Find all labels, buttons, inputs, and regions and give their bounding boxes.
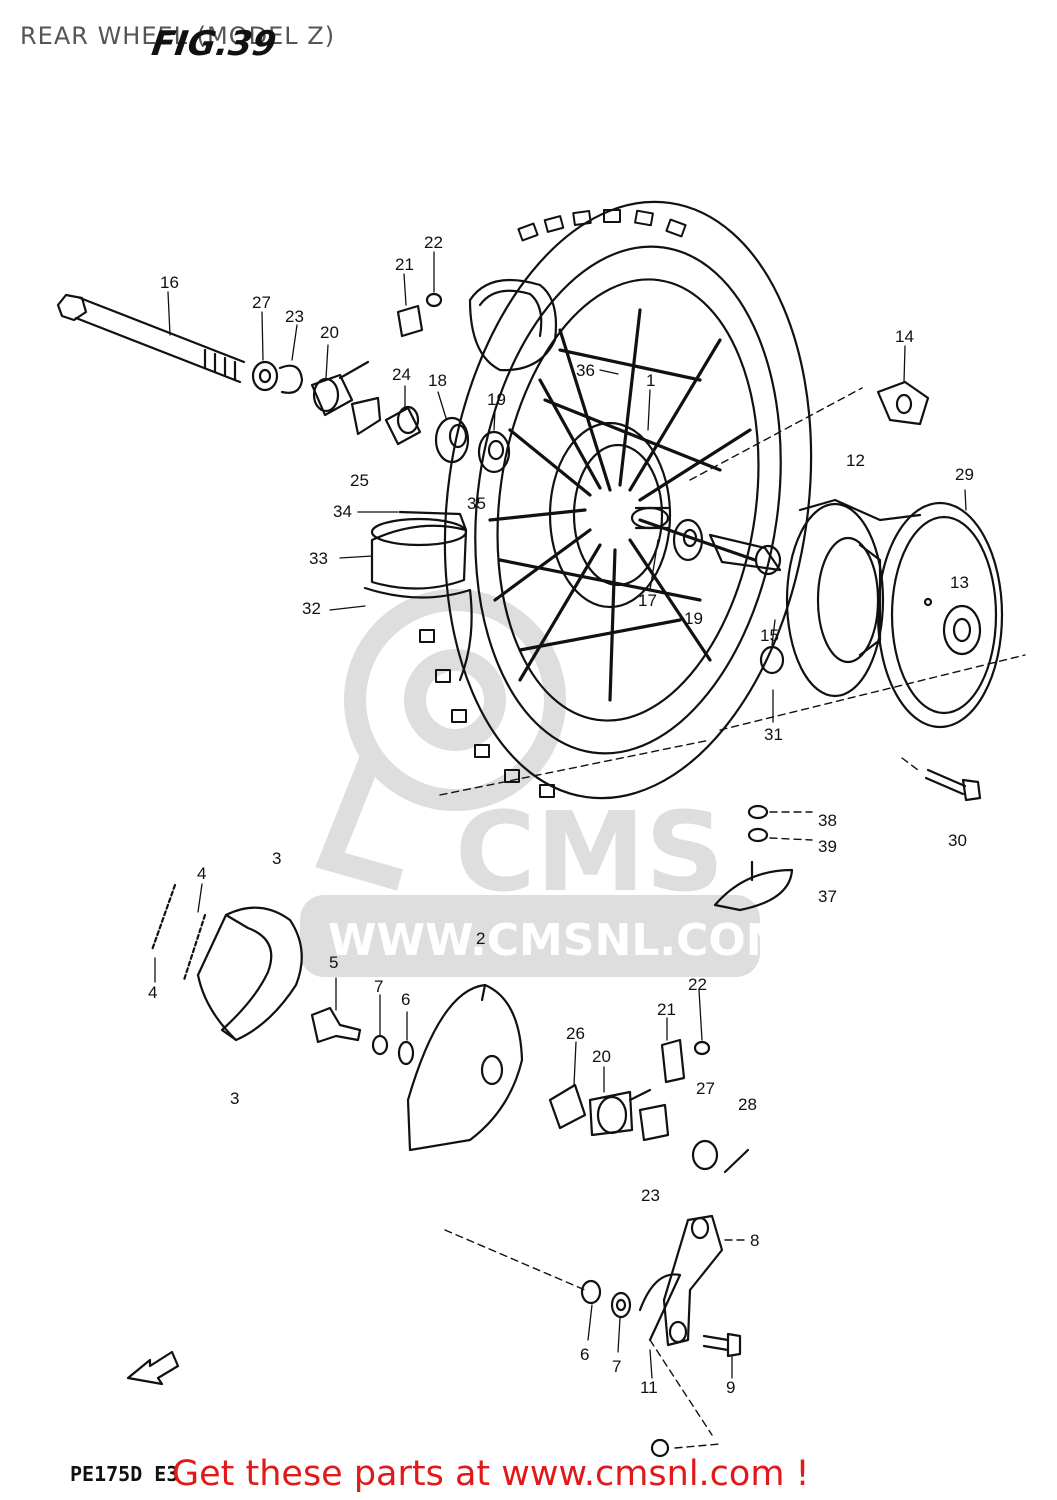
return-spring bbox=[638, 1273, 682, 1342]
part-label-7: 7 bbox=[374, 977, 383, 996]
part-label-21: 21 bbox=[395, 255, 414, 274]
watermark-brand: CMS bbox=[455, 788, 724, 916]
part-label-35: 35 bbox=[467, 494, 486, 513]
part-label-13: 13 bbox=[950, 573, 969, 592]
part-label-1: 1 bbox=[646, 371, 655, 390]
part-label-4: 4 bbox=[197, 864, 206, 883]
part-label-22: 22 bbox=[424, 233, 443, 252]
shoe-springs bbox=[150, 883, 207, 982]
part-label-38: 38 bbox=[818, 811, 837, 830]
chain-stopper bbox=[876, 380, 930, 426]
arm-nut bbox=[650, 1438, 670, 1458]
sprocket-spacer bbox=[708, 533, 782, 576]
leader-lines bbox=[154, 251, 967, 1379]
watermark-banner bbox=[300, 895, 760, 977]
adjuster-lower bbox=[548, 1083, 670, 1142]
adjuster-plate bbox=[396, 292, 443, 338]
part-label-2: 2 bbox=[476, 929, 485, 948]
wheel-hub bbox=[548, 421, 672, 609]
part-label-9: 9 bbox=[726, 1378, 735, 1397]
sprocket-bolt bbox=[924, 768, 982, 802]
nut-lower bbox=[691, 1139, 750, 1174]
part-label-30: 30 bbox=[948, 831, 967, 850]
page-title: REAR WHEEL (MODEL Z) bbox=[20, 22, 336, 50]
part-label-23: 23 bbox=[641, 1186, 660, 1205]
part-label-39: 39 bbox=[818, 837, 837, 856]
part-label-4: 4 bbox=[148, 983, 157, 1002]
part-label-24: 24 bbox=[392, 365, 411, 384]
tire-section-side bbox=[363, 586, 473, 682]
inner-tube bbox=[370, 510, 468, 590]
oil-seal bbox=[371, 1034, 415, 1066]
part-label-17: 17 bbox=[638, 591, 657, 610]
rim-lock bbox=[713, 860, 794, 912]
part-label-26: 26 bbox=[566, 1024, 585, 1043]
axle-nut bbox=[251, 360, 279, 392]
watermark: CMS WWW.CMSNL.COM bbox=[300, 589, 790, 977]
part-label-20: 20 bbox=[592, 1047, 611, 1066]
part-label-11: 11 bbox=[640, 1378, 658, 1397]
part-label-16: 16 bbox=[160, 273, 179, 292]
model-code: PE175D E3 bbox=[70, 1462, 179, 1486]
adjuster-plate-lower bbox=[660, 1038, 711, 1084]
part-label-12: 12 bbox=[846, 451, 865, 470]
brake-cam bbox=[310, 1006, 362, 1044]
part-label-6: 6 bbox=[401, 990, 410, 1009]
assembly-lines bbox=[439, 387, 1026, 1449]
part-label-37: 37 bbox=[818, 887, 837, 906]
part-label-19: 19 bbox=[684, 609, 703, 628]
part-label-27: 27 bbox=[696, 1079, 715, 1098]
brake-arm bbox=[662, 1214, 724, 1347]
dust-seal bbox=[477, 430, 511, 474]
spokes bbox=[488, 308, 757, 702]
arm-washers bbox=[580, 1279, 632, 1319]
part-label-21: 21 bbox=[657, 1000, 676, 1019]
part-label-32: 32 bbox=[302, 599, 321, 618]
collar bbox=[759, 645, 785, 675]
part-label-36: 36 bbox=[576, 361, 595, 380]
part-label-14: 14 bbox=[895, 327, 914, 346]
part-label-22: 22 bbox=[688, 975, 707, 994]
part-label-5: 5 bbox=[329, 953, 338, 972]
part-label-18: 18 bbox=[428, 371, 447, 390]
part-label-23: 23 bbox=[285, 307, 304, 326]
chain-adjuster bbox=[310, 360, 382, 436]
part-label-19: 19 bbox=[487, 390, 506, 409]
part-label-25: 25 bbox=[350, 471, 369, 490]
part-label-27: 27 bbox=[252, 293, 271, 312]
watermark-url: WWW.CMSNL.COM bbox=[328, 915, 790, 966]
spacer bbox=[384, 405, 422, 446]
part-label-8: 8 bbox=[750, 1231, 759, 1250]
part-label-33: 33 bbox=[309, 549, 328, 568]
part-label-3: 3 bbox=[272, 849, 281, 868]
part-label-20: 20 bbox=[320, 323, 339, 342]
part-label-6: 6 bbox=[580, 1345, 589, 1364]
promo-link[interactable]: Get these parts at www.cmsnl.com ! bbox=[172, 1454, 810, 1494]
arm-bolt bbox=[702, 1332, 742, 1358]
part-label-15: 15 bbox=[760, 626, 779, 645]
part-label-34: 34 bbox=[333, 502, 352, 521]
tire-section-top bbox=[468, 278, 558, 372]
brake-panel bbox=[406, 983, 524, 1152]
front-arrow-icon bbox=[126, 1350, 180, 1386]
part-label-29: 29 bbox=[955, 465, 974, 484]
part-label-31: 31 bbox=[764, 725, 783, 744]
part-label-3: 3 bbox=[230, 1089, 239, 1108]
rear-axle bbox=[56, 293, 246, 384]
part-label-28: 28 bbox=[738, 1095, 757, 1114]
cotter-pin bbox=[278, 364, 304, 394]
part-label-7: 7 bbox=[612, 1357, 621, 1376]
washer-nut-set bbox=[747, 804, 769, 843]
bearing-right bbox=[672, 518, 704, 562]
brake-shoe bbox=[196, 906, 303, 1042]
rear-sprocket bbox=[876, 501, 1004, 729]
